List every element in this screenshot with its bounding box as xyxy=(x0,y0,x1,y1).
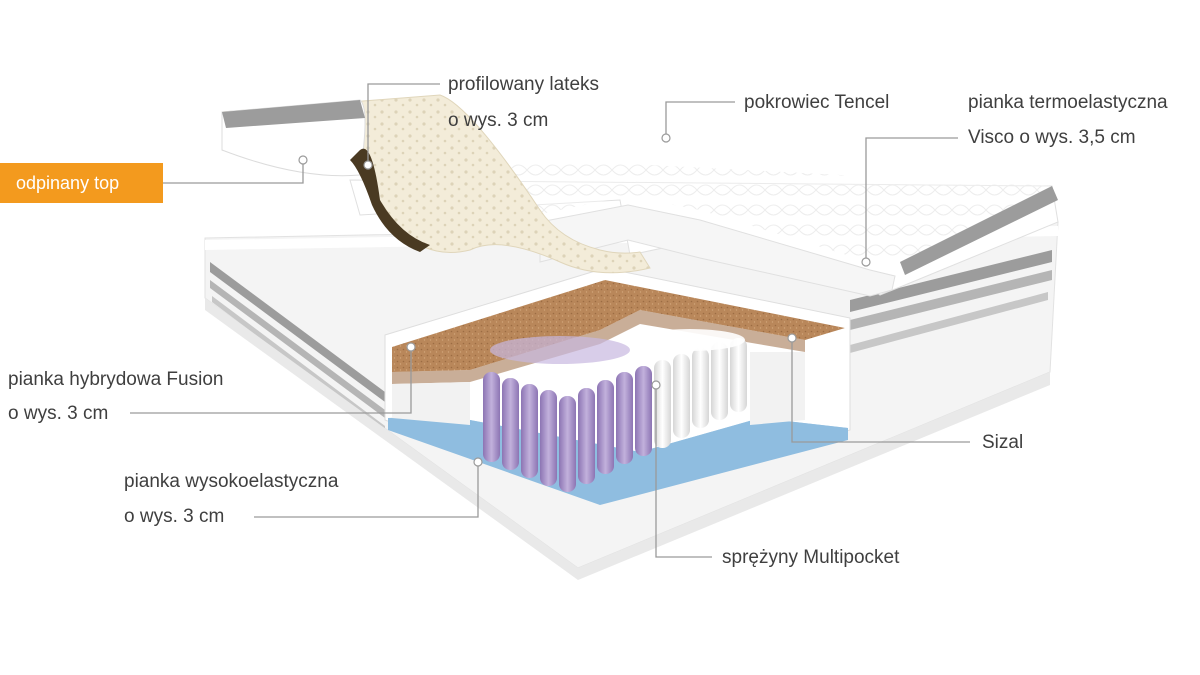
cover-label: pokrowiec Tencel xyxy=(744,92,890,113)
leader-lines xyxy=(130,83,970,558)
latex-label-line1: profilowany lateks xyxy=(448,74,600,95)
hybrid-foam-label-line1: pianka hybrydowa Fusion xyxy=(8,369,224,390)
hybrid-foam-label-line2: o wys. 3 cm xyxy=(8,403,109,424)
latex-label-line2: o wys. 3 cm xyxy=(448,110,549,131)
springs-label: sprężyny Multipocket xyxy=(722,547,900,568)
top-layers xyxy=(349,150,1059,297)
sisal-label: Sizal xyxy=(982,432,1024,453)
visco-label-line2: Visco o wys. 3,5 cm xyxy=(968,127,1136,148)
pocket-springs xyxy=(483,329,747,492)
leader-dots xyxy=(298,133,871,467)
hr-foam-label-line2: o wys. 3 cm xyxy=(124,506,225,527)
visco-label-line1: pianka termoelastyczna xyxy=(968,92,1168,113)
detachable-top-badge: odpinany top xyxy=(0,163,163,203)
detachable-topper xyxy=(221,94,651,274)
hr-foam-label-line1: pianka wysokoelastyczna xyxy=(124,471,339,492)
